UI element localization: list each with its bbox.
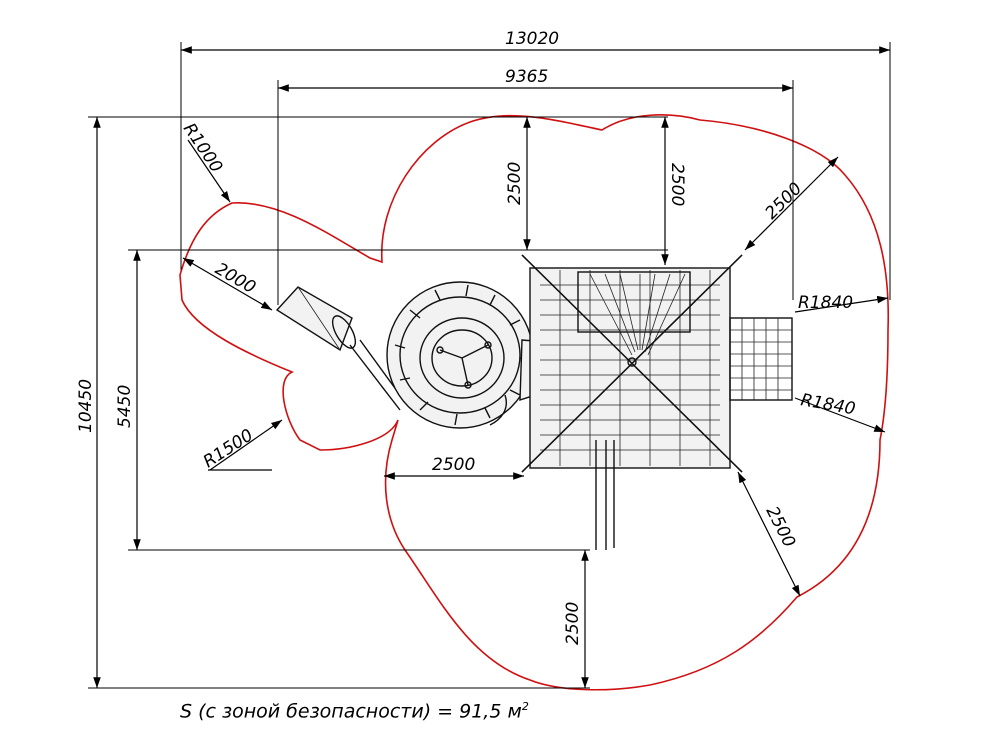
leader-r1840-lower [794,397,886,433]
straight-slide [275,286,406,411]
dim-zone-left: 2500 [432,455,475,475]
dim-line-slide-offset [182,257,273,311]
dim-slide-offset: 2000 [212,259,259,298]
dim-radius-top-left: R1000 [179,120,226,177]
dim-zone-diag-upper: 2500 [761,179,806,224]
tower-platform [521,254,743,550]
dim-zone-top-b: 2500 [667,163,687,206]
dim-zone-diag-lower: 2500 [762,503,799,551]
dim-overall-height: 10450 [76,379,96,433]
area-caption-text: S (с зоной безопасности) = 91,5 м [180,700,522,723]
dim-line-zone-diag-upper [744,156,839,251]
dim-inner-height: 5450 [115,385,135,428]
dim-line-zone-diag-lower [737,471,801,597]
dim-inner-width: 9365 [505,67,548,87]
area-caption-superscript: 2 [521,700,529,713]
playground-equipment [275,254,793,550]
climbing-net [729,317,793,401]
dim-zone-top-a: 2500 [505,162,525,205]
dim-zone-bottom: 2500 [563,602,583,645]
leader-r1840-upper [794,295,889,313]
dim-overall-width: 13020 [505,29,559,49]
area-caption: S (с зоной безопасности) = 91,5 м2 [180,700,529,722]
dim-radius-right-upper: R1840 [798,293,853,313]
leader-r1000 [187,139,231,203]
leader-r1500-arrow [209,419,283,471]
dim-radius-right-lower: R1840 [799,390,857,419]
dim-radius-left: R1500 [200,425,257,472]
safety-zone-outline [179,114,890,691]
